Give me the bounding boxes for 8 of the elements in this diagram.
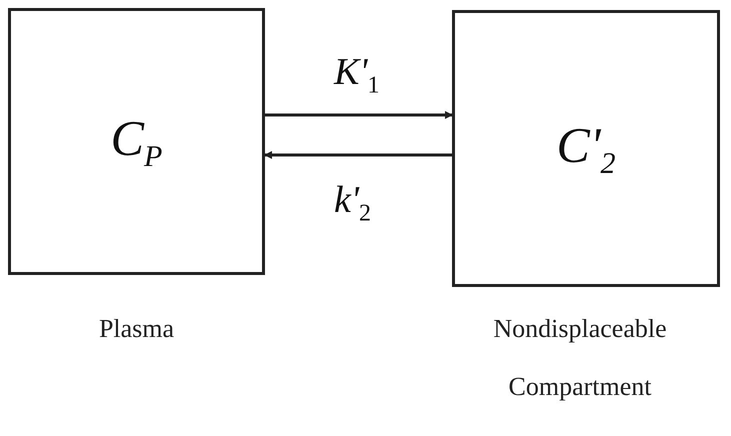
compartment-box — [452, 10, 720, 287]
compartment-name: Plasma — [98, 313, 176, 345]
concentration-label: C'$_{2}$ — [556, 116, 616, 181]
concentration-label: C$_{P}$ — [110, 109, 162, 174]
compartment-name: Nondisplaceable Compartment — [492, 313, 668, 403]
rate-arrow — [265, 111, 453, 119]
compartment-box — [8, 8, 265, 275]
rate-arrow — [264, 151, 452, 159]
